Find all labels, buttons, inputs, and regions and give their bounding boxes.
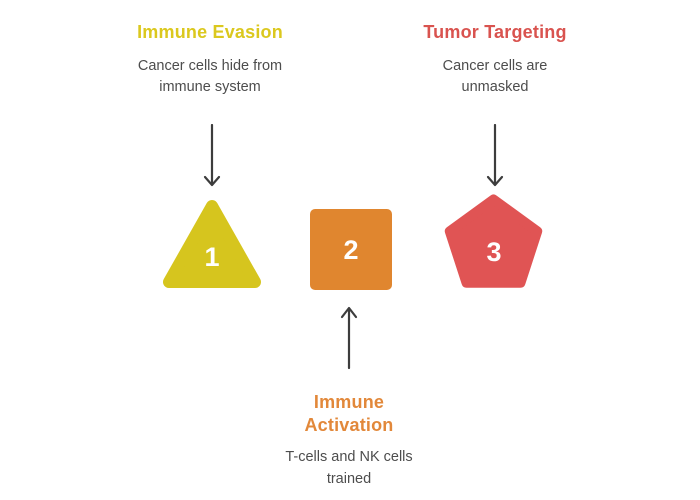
step1-title: Immune Evasion xyxy=(137,22,283,42)
step1-number: 1 xyxy=(204,242,220,272)
step2-number: 2 xyxy=(343,234,359,265)
step2-description: T-cells and NK cells trained xyxy=(285,449,413,487)
step2-title: Immune Activation xyxy=(304,392,394,436)
square-shape: 2 xyxy=(310,209,392,290)
step1-label-block: Immune Evasion Cancer cells hide from im… xyxy=(110,21,310,99)
step2-label-block: Immune Activation T-cells and NK cells t… xyxy=(249,391,449,490)
pentagon-shape xyxy=(444,194,543,288)
step3-number: 3 xyxy=(486,237,502,267)
step3-title: Tumor Targeting xyxy=(423,22,567,42)
down-arrow-icon xyxy=(486,124,504,187)
step3-description: Cancer cells are unmasked xyxy=(442,58,548,96)
up-arrow-icon xyxy=(340,306,358,370)
triangle-shape xyxy=(163,200,261,288)
step1-description: Cancer cells hide from immune system xyxy=(137,58,283,96)
down-arrow-icon xyxy=(203,124,221,187)
step3-label-block: Tumor Targeting Cancer cells are unmaske… xyxy=(395,21,595,99)
